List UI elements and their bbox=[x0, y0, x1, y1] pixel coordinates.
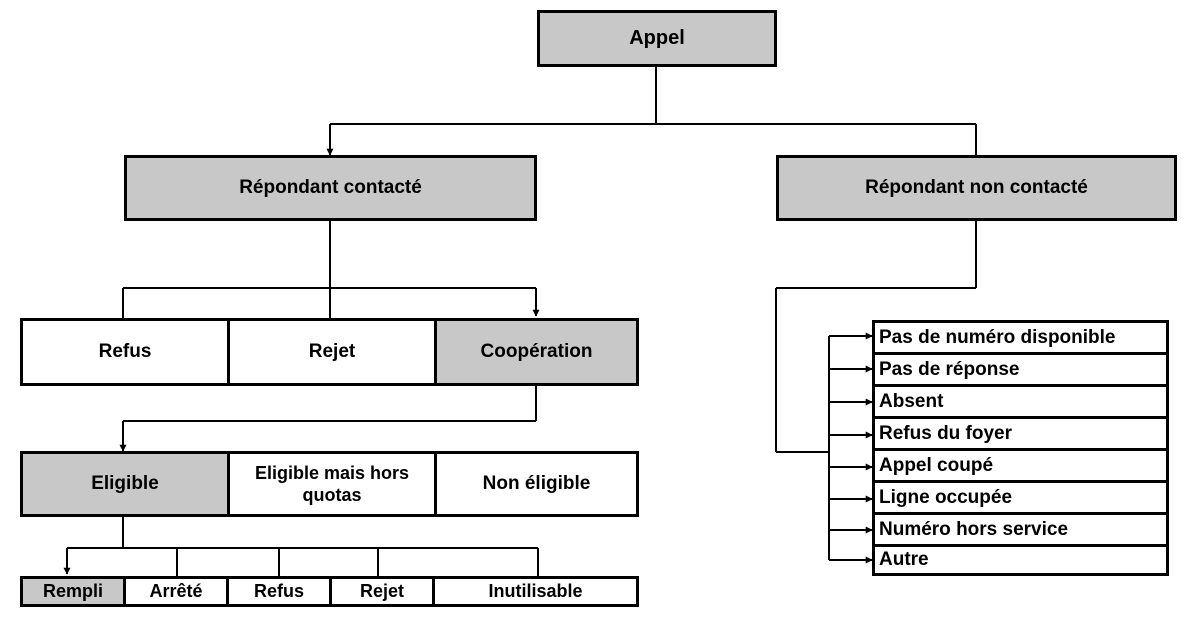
node-repondant-contacte: Répondant contacté bbox=[124, 155, 537, 221]
node-rejet: Rejet bbox=[227, 318, 437, 386]
node-eligible: Eligible bbox=[20, 451, 230, 517]
node-non-eligible: Non éligible bbox=[434, 451, 639, 517]
reason-numero-hors-service: Numéro hors service bbox=[872, 512, 1169, 547]
reason-ligne-occupee: Ligne occupée bbox=[872, 480, 1169, 515]
node-refus-result: Refus bbox=[226, 576, 332, 607]
reason-pas-de-numero: Pas de numéro disponible bbox=[872, 320, 1169, 355]
node-rejet-result: Rejet bbox=[329, 576, 435, 607]
node-cooperation: Coopération bbox=[434, 318, 639, 386]
node-appel: Appel bbox=[537, 10, 777, 67]
node-arrete: Arrêté bbox=[123, 576, 229, 607]
reason-autre: Autre bbox=[872, 544, 1169, 576]
reason-pas-de-reponse: Pas de réponse bbox=[872, 352, 1169, 387]
node-refus: Refus bbox=[20, 318, 230, 386]
node-repondant-non-contacte: Répondant non contacté bbox=[776, 155, 1177, 221]
reason-appel-coupe: Appel coupé bbox=[872, 448, 1169, 483]
node-eligible-hors-quotas: Eligible mais hors quotas bbox=[227, 451, 437, 517]
reason-refus-du-foyer: Refus du foyer bbox=[872, 416, 1169, 451]
reason-absent: Absent bbox=[872, 384, 1169, 419]
node-rempli: Rempli bbox=[20, 576, 126, 607]
node-inutilisable: Inutilisable bbox=[432, 576, 639, 607]
